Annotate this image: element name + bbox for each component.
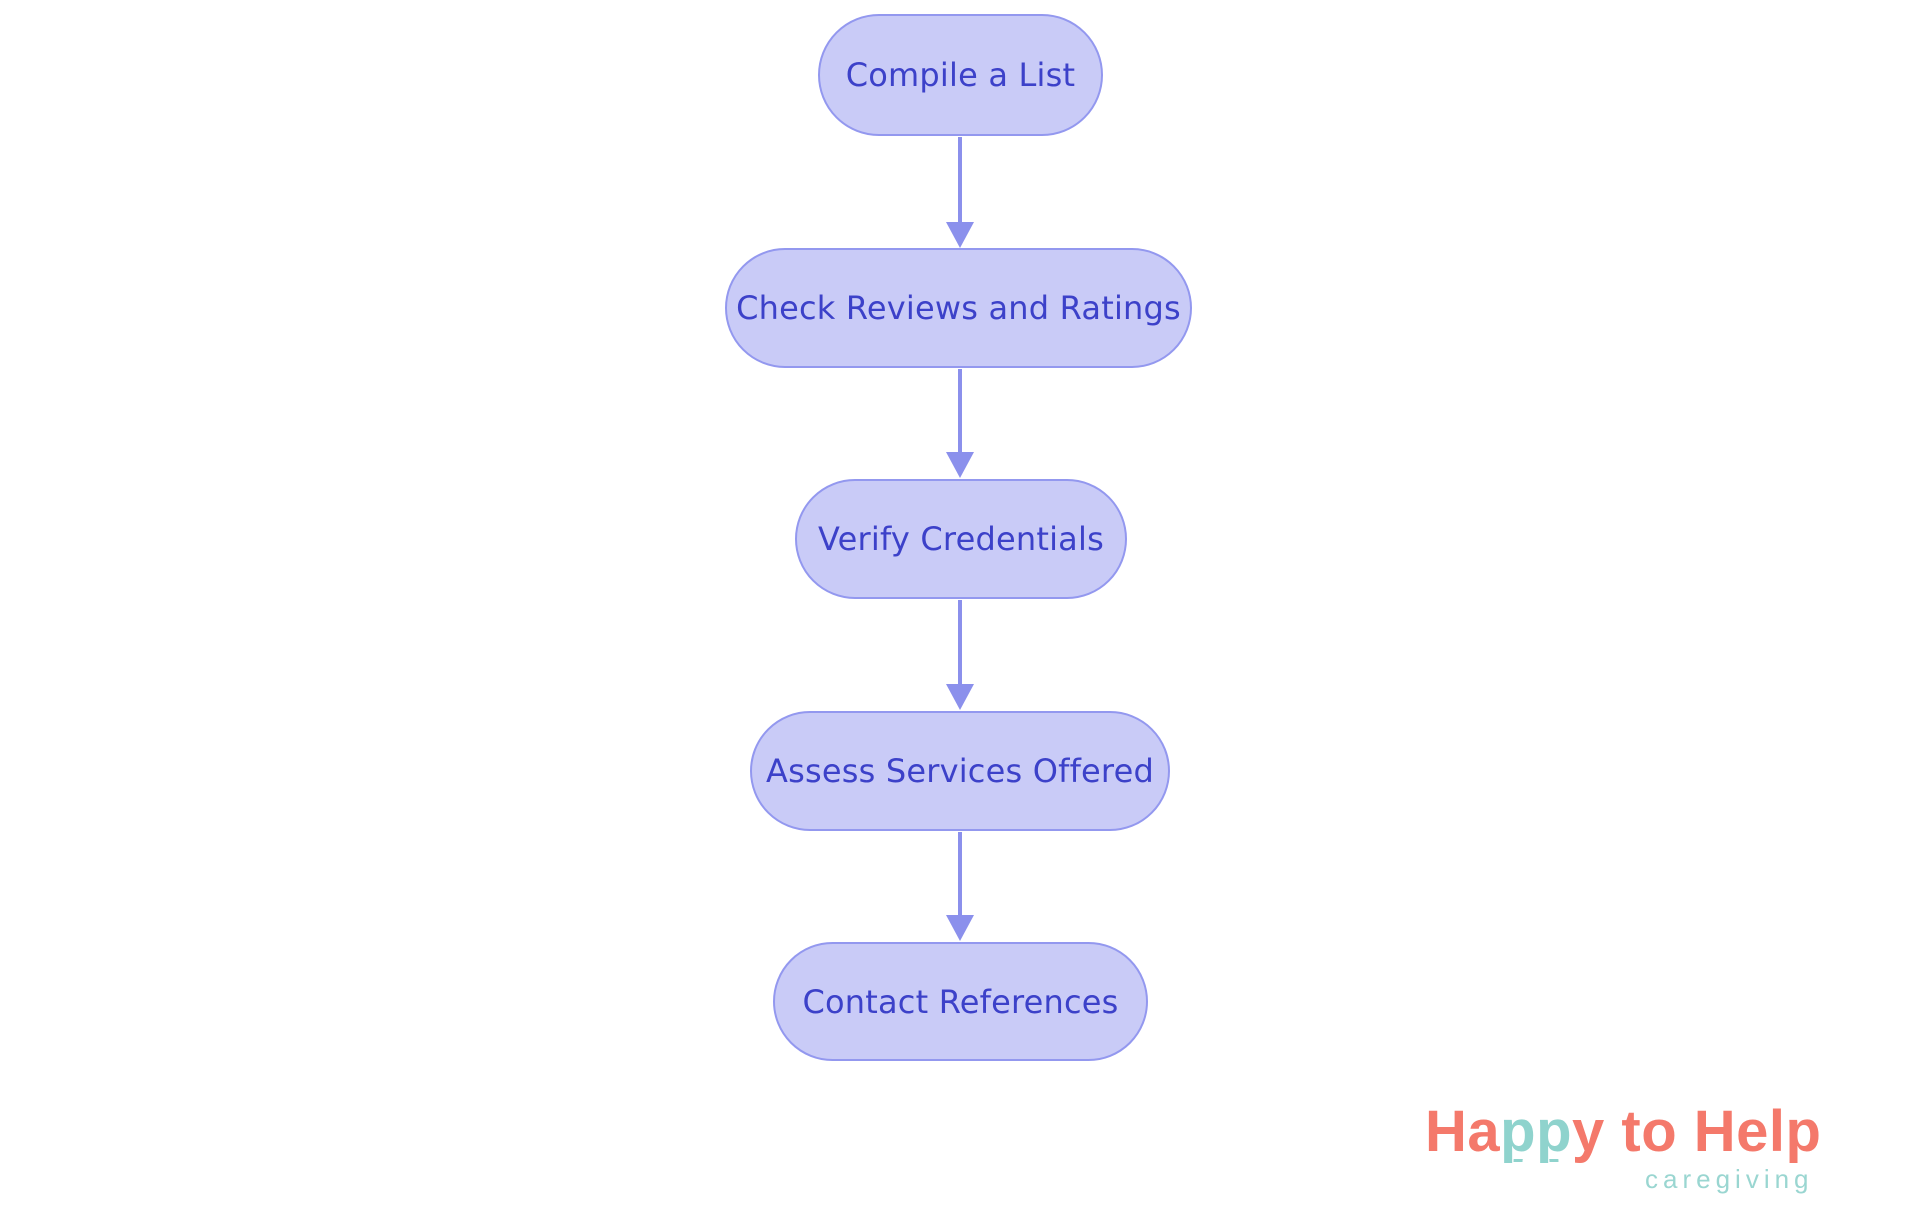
logo-title: Happ y to Help xyxy=(1425,1100,1821,1164)
flow-node-contact-references: Contact References xyxy=(773,942,1148,1061)
logo-title-part3: y to Help xyxy=(1572,1099,1822,1164)
arrow-connector xyxy=(946,137,974,248)
logo-title-part1: Ha xyxy=(1425,1099,1501,1164)
happy-to-help-logo: Happ y to Help caregiving xyxy=(1425,1100,1885,1210)
logo-title-part2: pp xyxy=(1500,1100,1572,1164)
flow-node-compile-a-list: Compile a List xyxy=(818,14,1103,136)
logo-subtitle: caregiving xyxy=(1645,1164,1814,1194)
arrow-connector xyxy=(946,369,974,478)
flow-node-check-reviews-and-ratings: Check Reviews and Ratings xyxy=(725,248,1192,368)
arrow-connector xyxy=(946,832,974,941)
smile-icon xyxy=(1513,1158,1559,1163)
flow-node-verify-credentials: Verify Credentials xyxy=(795,479,1127,599)
arrow-connector xyxy=(946,600,974,710)
flow-node-assess-services-offered: Assess Services Offered xyxy=(750,711,1170,831)
